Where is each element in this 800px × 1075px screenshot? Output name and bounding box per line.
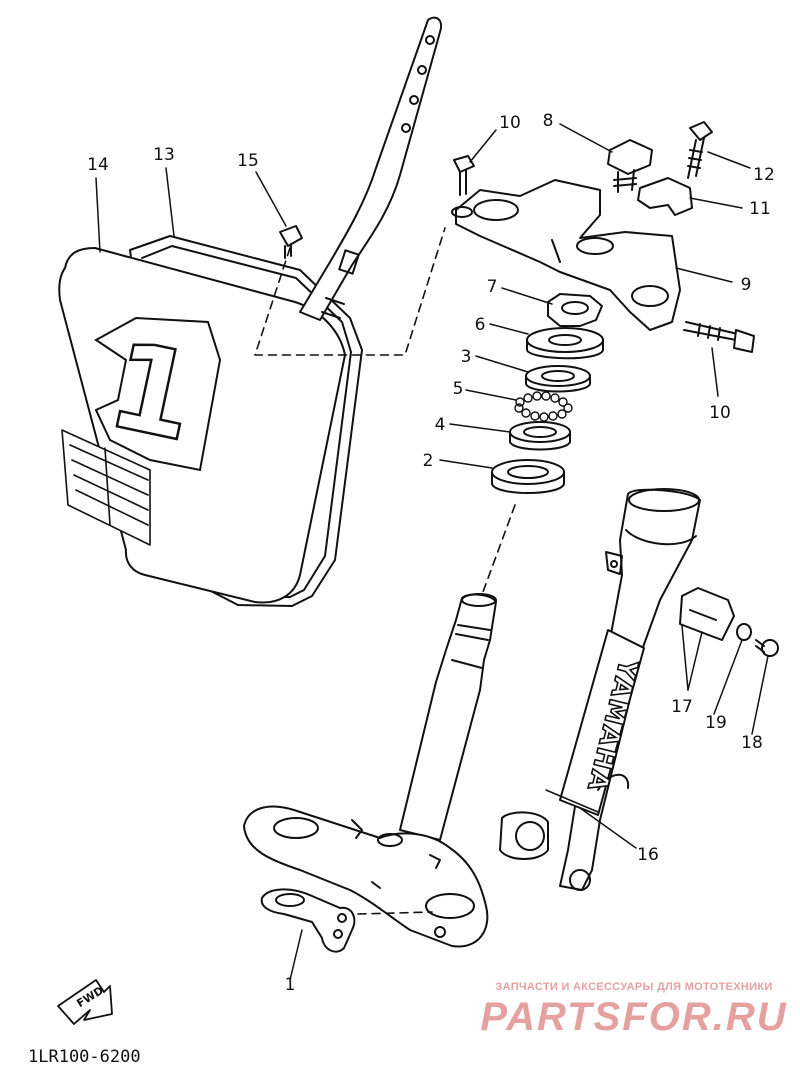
- watermark-caption: ЗАПЧАСТИ И АКСЕССУАРЫ ДЛЯ МОТОТЕХНИКИ: [495, 981, 772, 993]
- callout-7: 7: [487, 277, 498, 297]
- bolt-10-upper: [451, 155, 475, 218]
- plate-mount-dashed-line: [254, 227, 446, 356]
- callout-13: 13: [153, 145, 175, 165]
- cable-guide-1: [260, 888, 433, 953]
- watermark-logo: PARTSFOR.RU: [480, 995, 787, 1039]
- bolt-10-lower: [683, 321, 755, 353]
- number-one-decal: 1: [94, 314, 222, 472]
- watermark: ЗАПЧАСТИ И АКСЕССУАРЫ ДЛЯ МОТОТЕХНИКИ PA…: [480, 981, 787, 1039]
- callout-2: 2: [423, 451, 434, 471]
- plate-mount-arm: [299, 16, 442, 321]
- steering-nut-7: [547, 293, 603, 327]
- callout-19: 19: [705, 713, 727, 733]
- callout-9: 9: [741, 275, 752, 295]
- diagram-code: 1LR100-6200: [28, 1047, 141, 1067]
- washer-6: [526, 327, 604, 360]
- bolt-12: [687, 121, 713, 179]
- callout-10-upper: 10: [499, 113, 521, 133]
- leader-lines: [95, 123, 769, 981]
- bearing-race-4: [509, 421, 571, 451]
- lower-bracket: [243, 805, 489, 948]
- callout-1: 1: [285, 975, 296, 995]
- callout-4: 4: [435, 415, 446, 435]
- steering-stem: [399, 593, 497, 841]
- callout-14: 14: [87, 155, 109, 175]
- steel-balls-5: [514, 391, 573, 422]
- steering-axis-dashed-line: [479, 504, 516, 601]
- callout-numbers: 1 2 3 4 5 6 7 8 9 10 10 11 12 13 14 15 1…: [87, 111, 775, 995]
- screw-15: [279, 225, 303, 259]
- bolt-18: [755, 639, 779, 657]
- fork-axle-boss: [499, 811, 591, 891]
- callout-11: 11: [749, 199, 771, 219]
- callout-18: 18: [741, 733, 763, 753]
- washer-19: [736, 623, 752, 641]
- plate-vent-louvers: [61, 429, 151, 546]
- callout-6: 6: [475, 315, 486, 335]
- cable-guide-17: [679, 587, 735, 641]
- callout-12: 12: [753, 165, 775, 185]
- fork-outer-tube: [559, 488, 701, 891]
- bolt-8: [607, 139, 653, 193]
- upper-bracket: [455, 179, 681, 331]
- handlebar-holder-11: [637, 177, 693, 216]
- bearing-2: [491, 459, 565, 494]
- callout-15: 15: [237, 151, 259, 171]
- callout-5: 5: [453, 379, 464, 399]
- callout-3: 3: [461, 347, 472, 367]
- callout-16: 16: [637, 845, 659, 865]
- fork-yamaha-panel: [559, 629, 645, 816]
- callout-17: 17: [671, 697, 693, 717]
- fwd-arrow-icon: [57, 979, 113, 1025]
- ball-race-3: [525, 365, 591, 393]
- callout-8: 8: [543, 111, 554, 131]
- callout-10-lower: 10: [709, 403, 731, 423]
